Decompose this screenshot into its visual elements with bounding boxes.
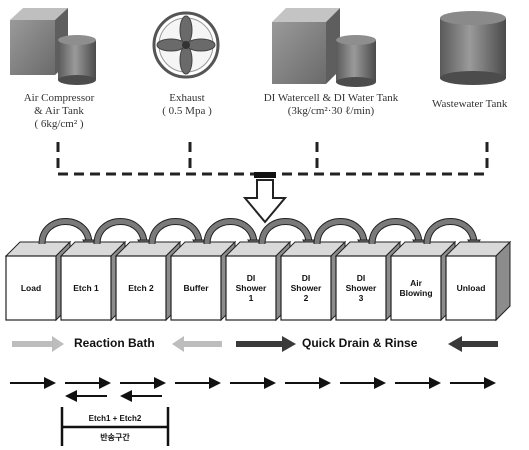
station-label-line: DI bbox=[246, 273, 256, 283]
exhaust-fan-icon bbox=[152, 11, 220, 79]
transfer-zone-label: Etch1 + Etch2 bbox=[88, 414, 142, 423]
main-feed-arrow bbox=[242, 179, 288, 224]
station-label: Etch 2 bbox=[116, 283, 166, 293]
station-label-line: 3 bbox=[358, 293, 364, 303]
wastewater-label: Wastewater Tank bbox=[432, 98, 529, 111]
station-label-line: Etch 1 bbox=[73, 283, 99, 293]
station-label: Load bbox=[6, 283, 56, 293]
di-water-label-line: (3kg/cm²·30 ℓ/min) bbox=[287, 105, 375, 117]
station-label-line: DI bbox=[356, 273, 366, 283]
air-compressor-label-line: Air Compressor bbox=[23, 92, 95, 104]
manifold-connector bbox=[254, 172, 276, 178]
station-label: Etch 1 bbox=[61, 283, 111, 293]
transfer-arc bbox=[149, 219, 202, 245]
station-label-line: Shower bbox=[290, 283, 322, 293]
exhaust-label-line: ( 0.5 Mpa ) bbox=[162, 105, 212, 117]
station-label-line: 2 bbox=[303, 293, 309, 303]
station-label-line: 1 bbox=[248, 293, 254, 303]
transfer-arc bbox=[369, 219, 422, 245]
reaction-bath-right-arrow bbox=[172, 336, 222, 352]
di-water-label: DI Watercell & DI Water Tank (3kg/cm²·30… bbox=[238, 92, 424, 118]
transfer-arc bbox=[259, 219, 312, 245]
transfer-arc bbox=[314, 219, 367, 245]
station-label-line: Shower bbox=[235, 283, 267, 293]
exhaust-label: Exhaust ( 0.5 Mpa ) bbox=[140, 92, 234, 118]
wastewater-label-line: Wastewater Tank bbox=[432, 98, 508, 110]
di-watercell-icon bbox=[272, 8, 340, 84]
station-label-line: Blowing bbox=[399, 288, 433, 298]
station-label-line: Air bbox=[410, 278, 422, 288]
exhaust-label-line: Exhaust bbox=[169, 92, 205, 104]
air-compressor-label-line: & Air Tank bbox=[34, 105, 84, 117]
station-box bbox=[444, 240, 512, 322]
reaction-bath-label: Reaction Bath bbox=[74, 336, 155, 350]
quick-drain-right-arrow bbox=[448, 336, 498, 352]
station-label-line: Load bbox=[20, 283, 42, 293]
station-label: Unload bbox=[446, 283, 496, 293]
reaction-bath-left-arrow bbox=[12, 336, 64, 352]
transfer-arc bbox=[204, 219, 257, 245]
station-box bbox=[114, 240, 182, 322]
station-label-line: Unload bbox=[456, 283, 486, 293]
transfer-bracket bbox=[60, 407, 170, 446]
station-label: Buffer bbox=[171, 283, 221, 293]
quick-drain-left-arrow bbox=[236, 336, 296, 352]
air-compressor-label: Air Compressor & Air Tank ( 6kg/cm² ) bbox=[4, 92, 114, 131]
transfer-zone-korean-label: 반송구간 bbox=[100, 433, 130, 442]
transfer-arc bbox=[39, 219, 92, 245]
station-label-line: DI bbox=[301, 273, 311, 283]
di-water-label-line: DI Watercell & DI Water Tank bbox=[263, 92, 399, 104]
air-compressor-label-line: ( 6kg/cm² ) bbox=[34, 118, 84, 130]
station-label-line: Shower bbox=[345, 283, 377, 293]
di-water-tank-icon bbox=[336, 35, 376, 87]
quick-drain-label: Quick Drain & Rinse bbox=[302, 336, 418, 350]
transfer-arc bbox=[94, 219, 147, 245]
supply-line-network bbox=[56, 142, 489, 176]
transfer-arc bbox=[424, 219, 477, 245]
station-label-line: Buffer bbox=[183, 283, 209, 293]
station-label-line: Etch 2 bbox=[128, 283, 154, 293]
wastewater-tank-icon bbox=[440, 11, 506, 85]
air-tank-icon bbox=[58, 35, 96, 85]
